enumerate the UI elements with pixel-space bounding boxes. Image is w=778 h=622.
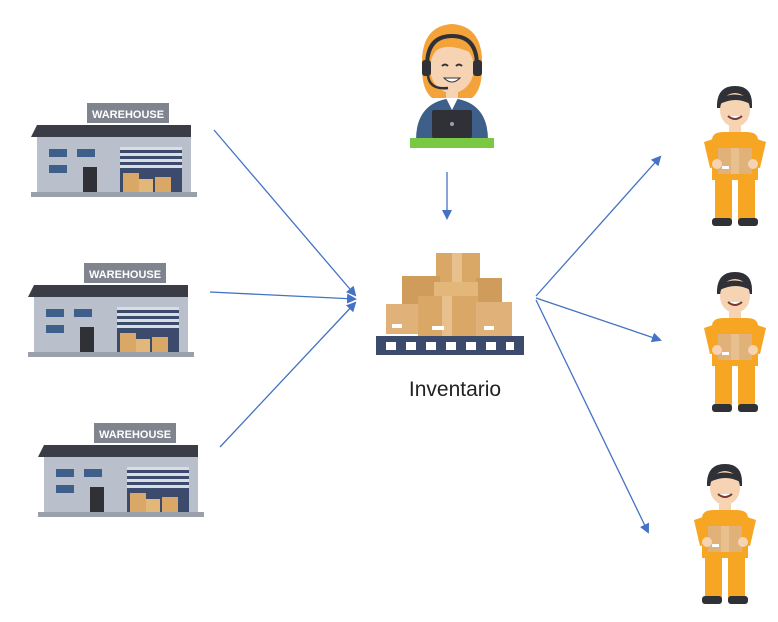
warehouse-1: WAREHOUSE <box>25 95 215 245</box>
warehouse-sign: WAREHOUSE <box>92 109 164 121</box>
warehouse-3: WAREHOUSE <box>32 415 222 565</box>
arrow-inventory-to-worker1 <box>535 155 662 297</box>
inventory-label: Inventario <box>408 378 502 401</box>
support-agent-icon <box>410 24 494 148</box>
worker-2 <box>700 268 770 418</box>
arrow-warehouse3-to-inventory <box>219 301 357 448</box>
warehouse-sign: WAREHOUSE <box>89 269 161 281</box>
warehouse-icon: WAREHOUSE <box>28 263 194 357</box>
warehouse-icon: WAREHOUSE <box>38 423 204 517</box>
delivery-worker-icon <box>704 86 766 226</box>
warehouse-2: WAREHOUSE <box>22 255 212 405</box>
support-agent <box>402 18 502 153</box>
boxes-on-pallet-icon <box>376 253 524 355</box>
delivery-worker-icon <box>694 464 756 604</box>
arrow-inventory-to-worker2 <box>535 297 662 343</box>
arrow-warehouse1-to-inventory <box>213 129 357 297</box>
inventory-node <box>372 248 528 360</box>
delivery-worker-icon <box>704 272 766 412</box>
warehouse-icon: WAREHOUSE <box>31 103 197 197</box>
worker-3 <box>690 460 760 610</box>
arrow-inventory-to-worker3 <box>535 299 650 534</box>
warehouse-sign: WAREHOUSE <box>99 429 171 441</box>
worker-1 <box>700 82 770 232</box>
arrow-warehouse2-to-inventory <box>209 291 357 304</box>
